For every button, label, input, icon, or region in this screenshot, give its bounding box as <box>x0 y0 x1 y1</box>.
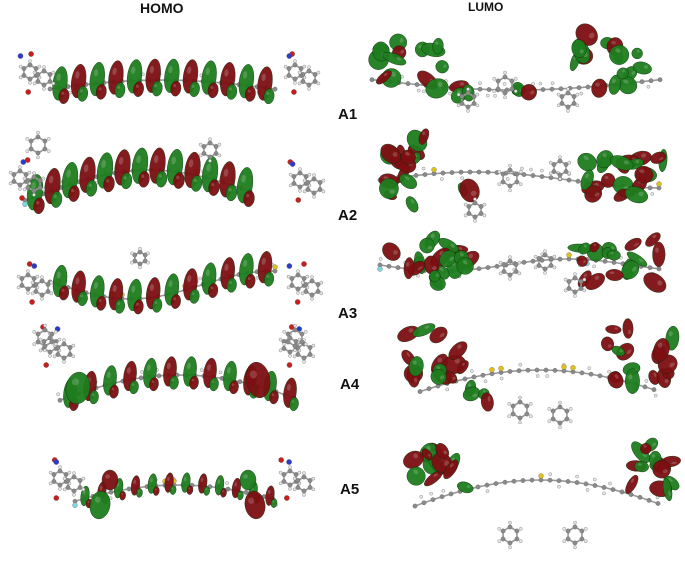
molecule-label-a2: A2 <box>338 207 358 224</box>
homo-orbital-a4 <box>32 323 316 411</box>
homo-header: HOMO <box>140 0 184 16</box>
homo-orbital-a1 <box>17 51 321 105</box>
molecule-label-a5: A5 <box>340 481 360 498</box>
lumo-orbital-a2 <box>377 128 668 223</box>
homo-orbital-a3 <box>16 246 324 315</box>
lumo-orbital-a1 <box>368 23 663 113</box>
molecule-label-a3: A3 <box>338 305 358 322</box>
molecule-label-a1: A1 <box>338 106 358 123</box>
homo-orbital-a2 <box>8 130 326 215</box>
homo-orbital-a5 <box>48 457 316 520</box>
molecule-label-a4: A4 <box>340 376 360 393</box>
lumo-header: LUMO <box>468 0 504 14</box>
lumo-orbital-a4 <box>397 318 680 430</box>
lumo-orbital-a3 <box>377 230 667 298</box>
lumo-orbital-a5 <box>403 437 681 550</box>
